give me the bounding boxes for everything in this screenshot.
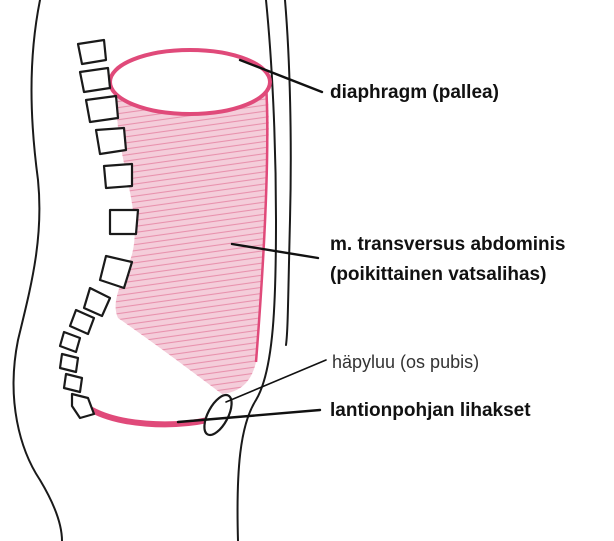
vertebra bbox=[60, 332, 80, 352]
vertebra bbox=[72, 394, 94, 418]
vertebra bbox=[86, 96, 118, 122]
front-outline-inner bbox=[285, 0, 291, 345]
vertebra bbox=[80, 68, 110, 92]
pubic-bone bbox=[199, 391, 237, 439]
vertebra bbox=[60, 354, 78, 372]
vertebra bbox=[70, 310, 94, 334]
vertebra bbox=[104, 164, 132, 188]
vertebra bbox=[64, 374, 82, 392]
transversus-label-line2: (poikittainen vatsalihas) bbox=[330, 264, 546, 285]
pubis-label: häpyluu (os pubis) bbox=[332, 352, 479, 372]
vertebra bbox=[96, 128, 126, 154]
vertebra bbox=[84, 288, 110, 316]
vertebra bbox=[78, 40, 106, 64]
diaphragm-label: diaphragm (pallea) bbox=[330, 82, 499, 103]
transversus-abdominis-hatching bbox=[116, 81, 269, 394]
vertebra bbox=[110, 210, 138, 234]
back-outline bbox=[14, 0, 62, 541]
pelvic-floor-muscle bbox=[92, 410, 208, 424]
diaphragm-dome bbox=[110, 50, 270, 114]
transversus-label-line1: m. transversus abdominis bbox=[330, 234, 565, 255]
pelvic-floor-label: lantionpohjan lihakset bbox=[330, 400, 531, 421]
